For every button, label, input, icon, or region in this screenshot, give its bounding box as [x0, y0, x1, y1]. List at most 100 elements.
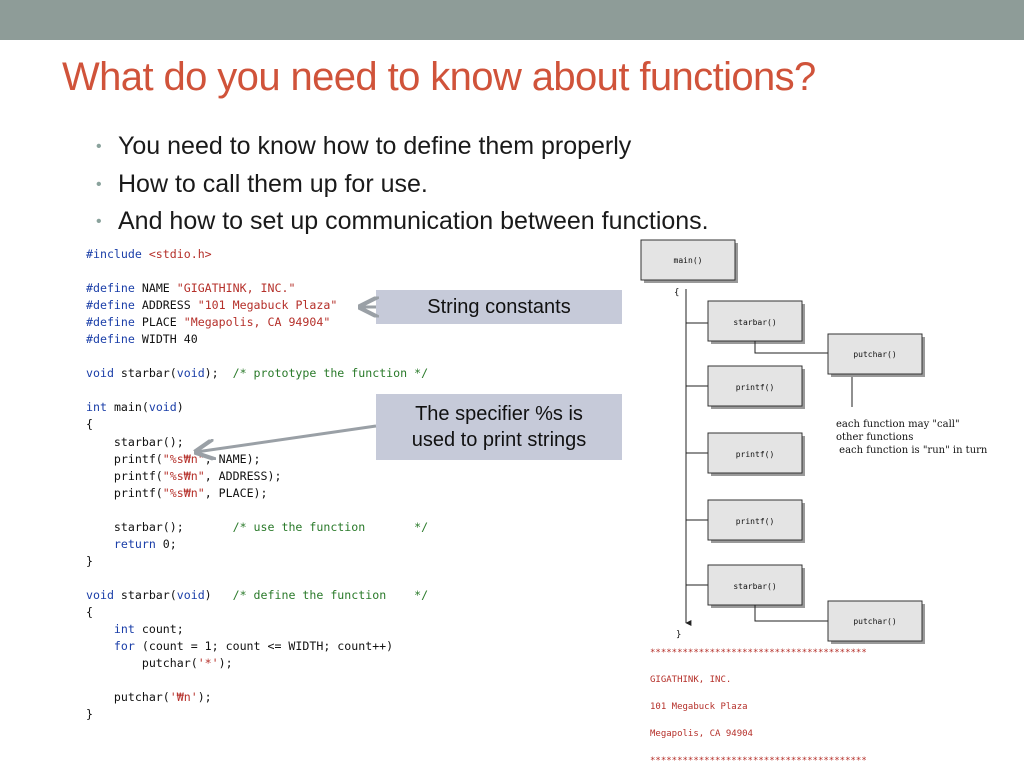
callout-string-constants: String constants — [376, 290, 622, 324]
bullet-item: •You need to know how to define them pro… — [96, 128, 709, 166]
node-printf — [707, 432, 803, 474]
code-token: PLACE — [141, 315, 177, 330]
program-output: ****************************************… — [650, 640, 867, 775]
code-token: #include — [86, 247, 142, 261]
code-token: NAME — [141, 281, 170, 296]
node-starbar-label: starbar() — [733, 318, 776, 327]
code-token: , PLACE); — [204, 485, 268, 500]
code-token: starbar( — [120, 587, 177, 602]
code-token: "GIGATHINK, INC." — [176, 281, 296, 296]
output-line: **************************************** — [650, 648, 867, 658]
code-token: , ADDRESS); — [204, 468, 282, 483]
slide-title: What do you need to know about functions… — [62, 55, 816, 99]
code-token: '*' — [197, 656, 219, 671]
connector — [754, 341, 828, 354]
node-printf-label: printf() — [736, 450, 775, 459]
code-token: ADDRESS — [141, 298, 191, 313]
node-putchar-label: putchar() — [853, 617, 896, 626]
bullet-dot-icon: • — [96, 213, 102, 230]
brace-open: { — [674, 288, 679, 298]
code-token: (count = 1; count <= WIDTH; count++) — [134, 639, 394, 654]
bullet-dot-icon: • — [96, 138, 102, 155]
code-comment: /* use the function */ — [232, 519, 429, 534]
node-putchar-label: putchar() — [853, 350, 896, 359]
output-line: Megapolis, CA 94904 — [650, 729, 753, 739]
code-token: #define — [86, 298, 135, 313]
code-listing: #include <stdio.h> #define NAME "GIGATHI… — [86, 246, 428, 723]
code-token: WIDTH 40 — [141, 332, 198, 347]
function-flow-diagram: main() { } starbar() putchar() printf() … — [640, 239, 988, 644]
code-token: main( — [113, 400, 149, 415]
code-token: { — [86, 417, 93, 432]
bullet-list: •You need to know how to define them pro… — [96, 128, 709, 241]
code-token: ) — [176, 400, 184, 415]
code-comment: /* define the function */ — [232, 587, 429, 602]
code-token: printf( — [113, 468, 163, 483]
code-token: 0; — [155, 536, 177, 551]
code-token: return — [113, 536, 156, 551]
code-token: count; — [134, 622, 184, 637]
code-token: { — [86, 604, 93, 619]
code-comment: /* prototype the function */ — [232, 366, 429, 381]
code-token: void — [148, 400, 177, 415]
code-token: int — [113, 622, 135, 637]
code-token: starbar(); — [113, 519, 184, 534]
callout-text: String constants — [427, 296, 571, 318]
node-starbar-label: starbar() — [733, 582, 776, 591]
code-token: printf( — [113, 451, 163, 466]
code-token: starbar( — [120, 366, 177, 381]
slide-top-bar — [0, 0, 1024, 40]
callout-text: used to print strings — [411, 429, 587, 451]
diagram-note: other functions — [836, 432, 913, 443]
code-token: '₩n' — [169, 690, 198, 705]
code-token: <stdio.h> — [148, 247, 212, 261]
code-token: "Megapolis, CA 94904" — [183, 315, 331, 330]
bullet-item: • And how to set up communication between… — [96, 203, 709, 241]
code-token: void — [86, 366, 114, 381]
arrow-to-printf-format — [196, 424, 377, 452]
node-main-label: main() — [674, 256, 703, 265]
code-token: int — [86, 400, 107, 415]
bullet-item: • How to call them up for use. — [96, 166, 709, 204]
diagram-note: each function may "call" — [836, 419, 960, 430]
code-token: printf( — [113, 485, 163, 500]
code-token: } — [86, 553, 93, 568]
node-printf — [707, 365, 803, 407]
node-starbar — [707, 300, 803, 342]
code-token: ); — [204, 366, 219, 381]
code-token: void — [176, 587, 205, 602]
code-token: ); — [197, 690, 212, 705]
code-token: putchar( — [141, 656, 198, 671]
code-token: #define — [86, 315, 135, 330]
code-token: "%s₩n" — [162, 468, 205, 483]
node-main — [640, 239, 736, 281]
bullet-text: How to call them up for use. — [118, 169, 428, 198]
node-putchar — [827, 600, 923, 642]
node-printf-label: printf() — [736, 517, 775, 526]
code-token: #define — [86, 281, 135, 296]
output-line: **************************************** — [650, 756, 867, 766]
diagram-note: each function is "run" in turn — [836, 445, 988, 456]
code-token: putchar( — [113, 690, 170, 705]
code-token: void — [86, 587, 114, 602]
output-line: 101 Megabuck Plaza — [650, 702, 748, 712]
code-token: "%s₩n" — [162, 485, 205, 500]
code-token: ) — [204, 587, 212, 602]
code-token: void — [176, 366, 205, 381]
node-putchar — [827, 333, 923, 375]
node-starbar — [707, 564, 803, 606]
node-printf-label: printf() — [736, 383, 775, 392]
code-token: } — [86, 707, 93, 722]
bullet-dot-icon: • — [96, 175, 102, 193]
callout-specifier: The specifier %s is used to print string… — [376, 394, 622, 460]
connector — [754, 605, 828, 622]
node-printf — [707, 499, 803, 541]
brace-close: } — [676, 630, 681, 640]
callout-text-group: The specifier %s is used to print string… — [412, 401, 587, 453]
bullet-text: And how to set up communication between … — [118, 207, 709, 235]
output-line: GIGATHINK, INC. — [650, 675, 732, 685]
code-token: starbar(); — [113, 434, 184, 449]
code-token: "101 Megabuck Plaza" — [197, 298, 338, 313]
code-token: #define — [86, 332, 135, 347]
